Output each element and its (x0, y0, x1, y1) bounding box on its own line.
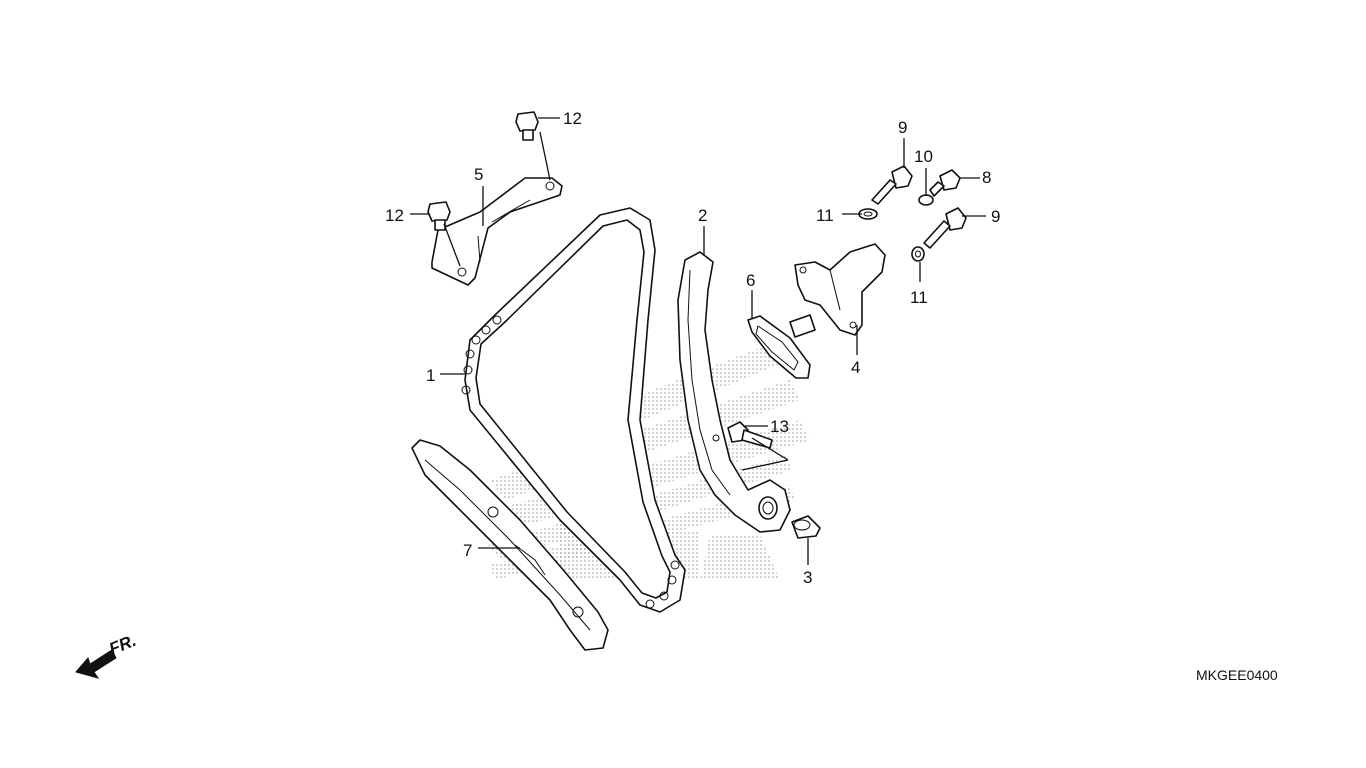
callout-5: 5 (474, 165, 483, 184)
part-4-tensioner-lifter[interactable] (789, 243, 886, 338)
front-arrow-icon (75, 649, 117, 679)
part-2-tensioner-arm[interactable] (677, 251, 791, 533)
part-1-cam-chain[interactable] (461, 207, 686, 613)
callout-6: 6 (746, 271, 755, 290)
front-indicator: FR. (75, 631, 139, 679)
callout-12-left: 12 (385, 206, 404, 225)
callout-12-top: 12 (563, 109, 582, 128)
diagram-code: MKGEE0400 (1196, 667, 1278, 683)
callout-labels: 1 2 3 4 5 6 7 8 9 9 10 11 11 12 12 13 (385, 109, 1000, 587)
callout-10: 10 (914, 147, 933, 166)
callout-11-upper: 11 (816, 206, 834, 225)
callout-13: 13 (770, 417, 789, 436)
callout-3: 3 (803, 568, 812, 587)
callout-11-lower: 11 (910, 288, 928, 307)
part-11-washer-lower[interactable] (911, 246, 925, 262)
part-3-collar[interactable] (791, 515, 821, 539)
part-12-bolt-top[interactable] (515, 111, 539, 141)
part-9-bolt-lower[interactable] (923, 207, 967, 249)
callout-9-upper: 9 (898, 118, 907, 137)
part-13-bolt[interactable] (727, 421, 773, 449)
callout-2: 2 (698, 206, 707, 225)
callout-9-lower: 9 (991, 207, 1000, 226)
front-label: FR. (106, 631, 139, 659)
part-9-bolt-upper[interactable] (871, 165, 913, 205)
callout-7: 7 (463, 541, 472, 560)
part-6-gasket[interactable] (747, 315, 811, 379)
part-10-washer[interactable] (918, 194, 934, 206)
part-8-bolt[interactable] (929, 169, 961, 197)
part-5-plate[interactable] (431, 177, 563, 286)
callout-1: 1 (426, 366, 435, 385)
part-7-chain-guide[interactable] (411, 439, 609, 651)
leader-lines (410, 117, 986, 565)
callout-8: 8 (982, 168, 991, 187)
callout-4: 4 (851, 358, 860, 377)
part-12-bolt-left[interactable] (427, 201, 451, 231)
